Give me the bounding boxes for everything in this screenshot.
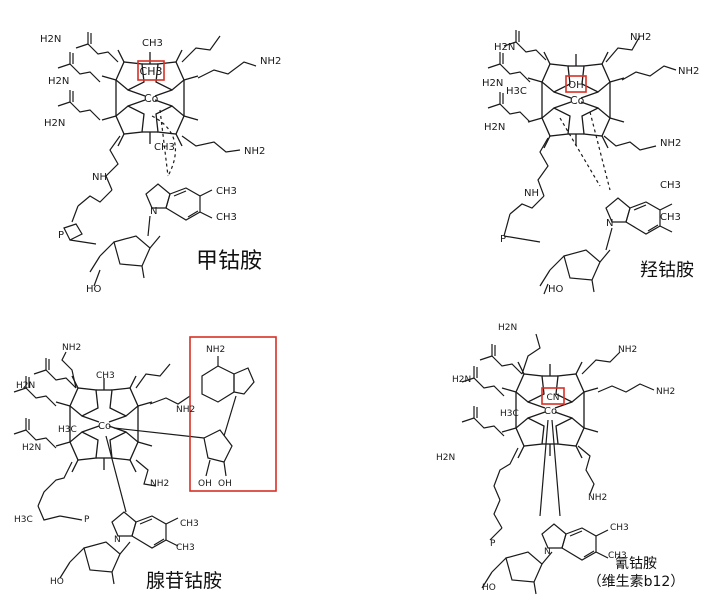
atom-label: HO: [50, 577, 64, 587]
atom-label: NH2: [150, 479, 169, 489]
atom-label: NH2: [630, 32, 651, 43]
atom-label: H3C: [500, 409, 519, 419]
atom-label: N: [114, 535, 121, 545]
atom-label: CH3: [216, 212, 237, 223]
atom-label: H2N: [436, 453, 455, 463]
atom-label: P: [58, 230, 64, 241]
atom-label: NH2: [62, 343, 81, 353]
atom-label: CH3: [660, 180, 681, 191]
atom-label: N: [544, 547, 551, 557]
atom-label: NH2: [260, 56, 281, 67]
atom-label: H2N: [22, 443, 41, 453]
atom-label: NH2: [588, 493, 607, 503]
atom-label: H2N: [482, 78, 503, 89]
atom-label: NH2: [660, 138, 681, 149]
atom-label: P: [500, 234, 506, 245]
atom-label: H2N: [452, 375, 471, 385]
panel-caption: 甲钴胺: [196, 249, 262, 274]
atom-label: CH3: [608, 551, 627, 561]
atom-label: NH2: [176, 405, 195, 415]
adenosine-oh: OH: [198, 479, 212, 489]
ligand-highlight-box: [565, 75, 587, 93]
ligand-highlight-box: [137, 60, 165, 81]
panel-methylcobalamin: CH3 Co H2N H2N H2N NH2 NH2 CH3 CH3 CH3 C…: [40, 31, 281, 295]
atom-label: CH3: [96, 371, 115, 381]
atom-label: P: [84, 515, 90, 525]
panel-caption-subtitle: （维生素b12）: [588, 574, 685, 590]
atom-label: CH3: [660, 212, 681, 223]
ligand-label: CN: [546, 393, 559, 403]
atom-label: NH: [524, 188, 539, 199]
atom-label: CH3: [154, 142, 175, 153]
atom-label: NH2: [656, 387, 675, 397]
atom-label: CH3: [176, 543, 195, 553]
panel-caption: 羟钴胺: [640, 260, 694, 281]
ligand-label: CH3: [140, 65, 163, 78]
atom-label: H3C: [58, 425, 77, 435]
atom-label: H3C: [506, 86, 527, 97]
panel-cyanocobalamin: CN Co H2N H2N NH2 NH2 NH2 H2N H3C CH3 CH…: [436, 323, 685, 595]
atom-label: CH3: [216, 186, 237, 197]
atom-label: CH3: [610, 523, 629, 533]
cobalt-atom: Co: [98, 421, 111, 432]
atom-label: H2N: [484, 122, 505, 133]
atom-label: H3C: [14, 515, 33, 525]
atom-label: CH3: [142, 38, 163, 49]
adenosine-nh2: NH2: [206, 345, 225, 355]
atom-label: HO: [548, 284, 564, 295]
atom-label: NH: [92, 172, 107, 183]
atom-label: NH2: [244, 146, 265, 157]
atom-label: N: [606, 218, 613, 229]
adenosine-oh: OH: [218, 479, 232, 489]
atom-label: HO: [482, 583, 496, 593]
atom-label: H2N: [498, 323, 517, 333]
atom-label: NH2: [618, 345, 637, 355]
cobalt-atom: Co: [544, 406, 557, 417]
atom-label: N: [150, 206, 157, 217]
atom-label: H2N: [48, 76, 69, 87]
atom-label: P: [490, 539, 496, 549]
atom-label: CH3: [180, 519, 199, 529]
panel-caption: 腺苷钴胺: [146, 570, 222, 592]
atom-label: H2N: [494, 42, 515, 53]
atom-label: NH2: [678, 66, 699, 77]
atom-label: H2N: [16, 381, 35, 391]
atom-label: H2N: [44, 118, 65, 129]
panel-adenosylcobalamin: Co NH2 OH OH NH2 H2N H2N NH2 NH2 H3C CH3…: [13, 336, 277, 592]
ligand-highlight-box: [541, 387, 565, 405]
cobalt-atom: Co: [570, 94, 585, 107]
atom-label: H2N: [40, 34, 61, 45]
cobalt-atom: Co: [144, 92, 159, 105]
panel-caption: 氰钴胺: [615, 556, 657, 572]
ligand-label: OH: [568, 80, 583, 91]
atom-label: HO: [86, 284, 102, 295]
panel-hydroxocobalamin: OH Co H2N H2N H2N NH2 NH2 NH2 H3C CH3 CH…: [482, 29, 699, 295]
adenosine-highlight-box: [189, 336, 277, 492]
